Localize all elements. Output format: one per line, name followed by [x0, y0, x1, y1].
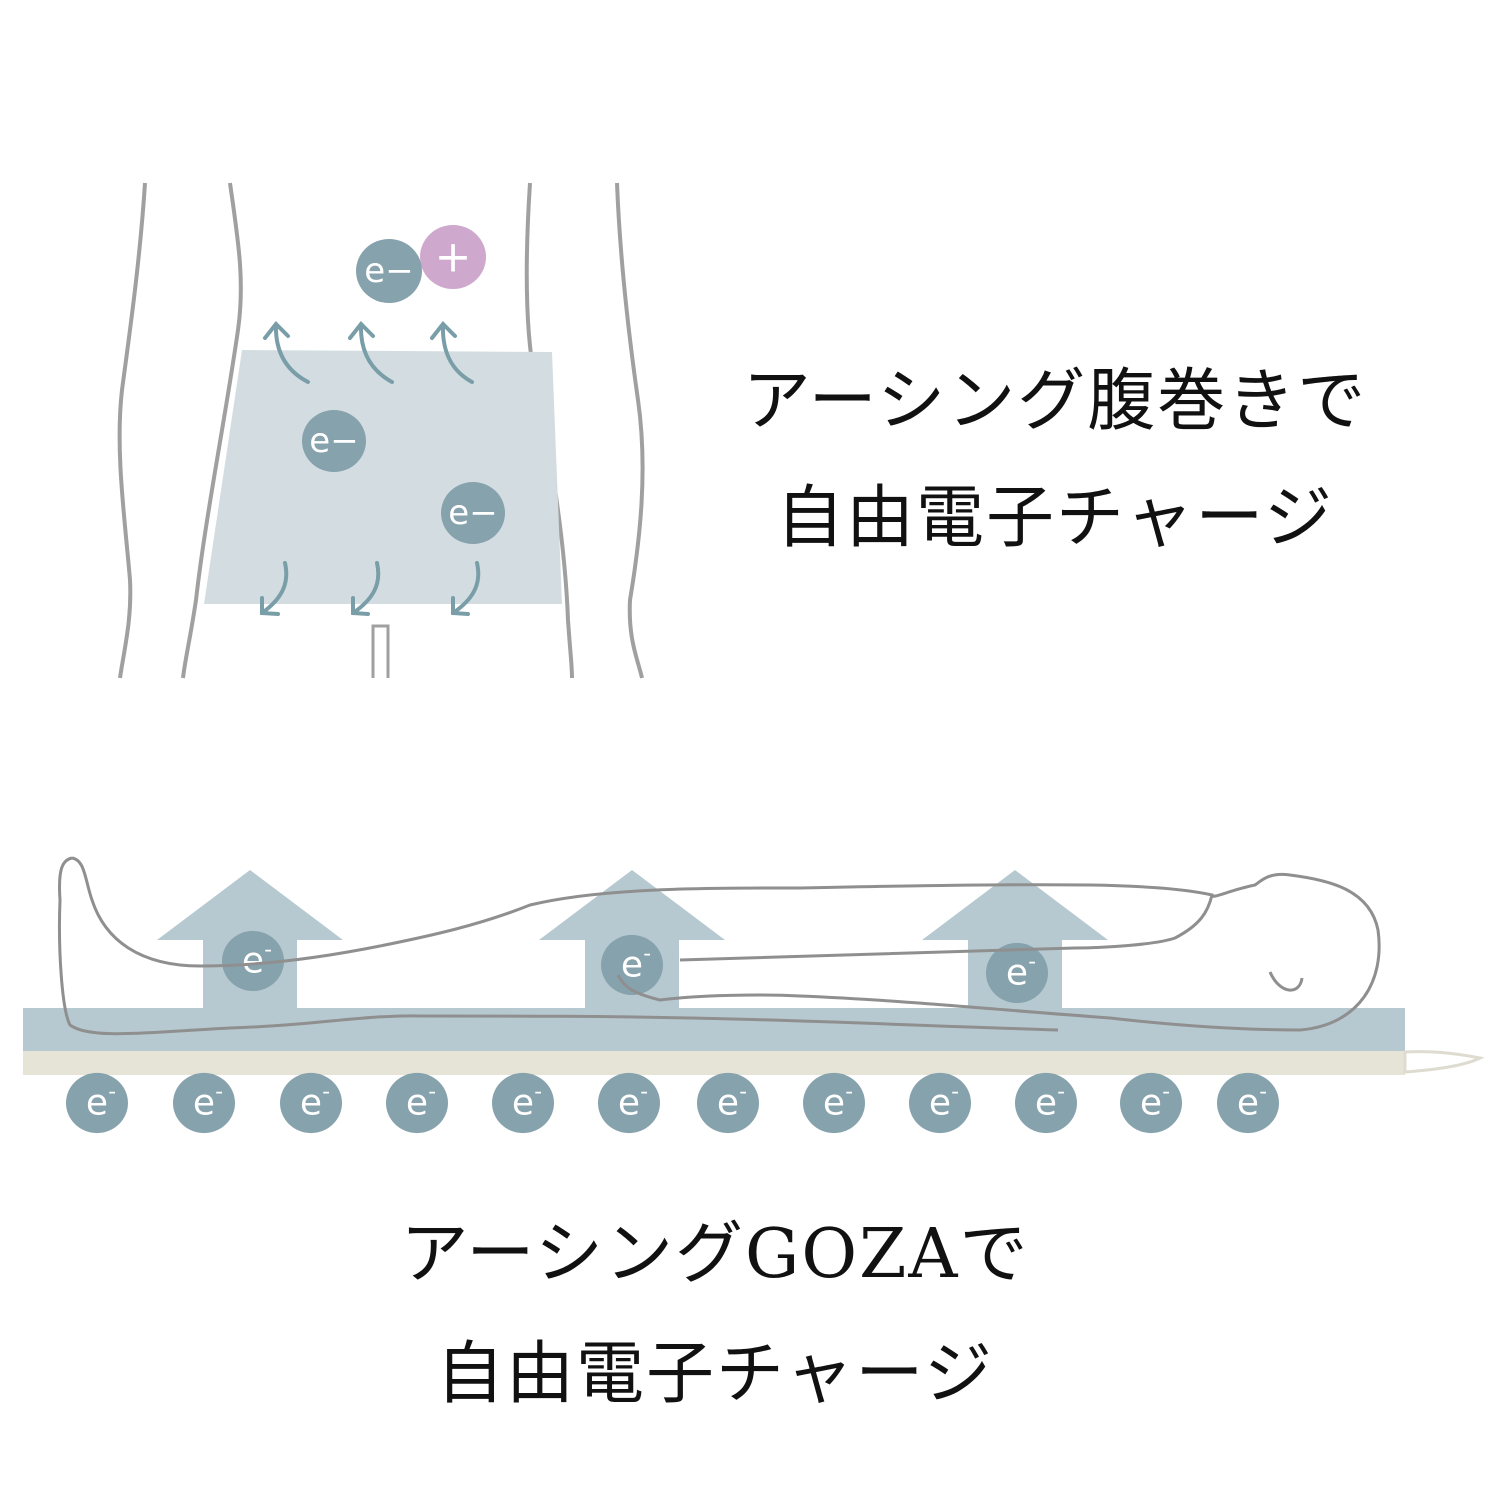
ground-electron-circle — [1120, 1072, 1182, 1134]
ground-electron-minus-sign: - — [1259, 1080, 1267, 1105]
positive-ion-circle — [420, 224, 486, 290]
electron: e- — [222, 930, 284, 992]
electron: e− — [356, 238, 422, 304]
ground-electron-minus-sign: - — [951, 1080, 959, 1105]
top-heading-line-1: アーシング腹巻きで — [742, 362, 1368, 441]
electron-label: e — [1006, 953, 1028, 994]
ground-electron-circle — [909, 1072, 971, 1134]
ground-electron-label: e — [193, 1083, 215, 1124]
electron: e- — [986, 942, 1048, 1004]
ground-electron-label: e — [300, 1083, 322, 1124]
haramaki-band — [204, 350, 562, 604]
ground-electron-label: e — [1237, 1083, 1259, 1124]
ground-electron-minus-sign: - — [534, 1080, 542, 1105]
positive-ion: + — [420, 224, 486, 290]
torso-left-inner — [181, 182, 243, 679]
ground-electron-circle — [803, 1072, 865, 1134]
electron-label: e — [242, 941, 264, 982]
ground-electron: e- — [598, 1072, 660, 1134]
electron-circle — [356, 238, 422, 304]
ground-electron: e- — [803, 1072, 865, 1134]
goza-fringe — [1403, 1050, 1485, 1074]
goza-texture-band — [23, 1051, 1405, 1075]
ground-electron-circle — [1217, 1072, 1279, 1134]
ground-electron-circle — [66, 1072, 128, 1134]
electron-label: e− — [309, 421, 358, 461]
ground-electron-label: e — [717, 1083, 739, 1124]
up-arrow — [922, 870, 1108, 1008]
ground-electron-minus-sign: - — [739, 1080, 747, 1105]
electron: e− — [302, 409, 366, 473]
lying-person-outline — [57, 856, 1381, 1036]
electron-minus-sign: - — [1028, 950, 1036, 975]
ground-electron: e- — [1015, 1072, 1077, 1134]
torso-right-outer — [615, 182, 645, 679]
ground-electron-minus-sign: - — [428, 1080, 436, 1105]
ground-electron: e- — [66, 1072, 128, 1134]
ground-electron: e- — [1120, 1072, 1182, 1134]
ground-electron-circle — [386, 1072, 448, 1134]
electron: e− — [441, 481, 505, 545]
ground-electron: e- — [697, 1072, 759, 1134]
ground-electron-minus-sign: - — [1162, 1080, 1170, 1105]
electron-circle — [601, 934, 663, 996]
ground-electron: e- — [173, 1072, 235, 1134]
ground-electron-circle — [173, 1072, 235, 1134]
bottom-heading-line-1: アーシングGOZAで — [400, 1215, 1030, 1294]
ground-electron-label: e — [86, 1083, 108, 1124]
ground-electron-minus-sign: - — [1057, 1080, 1065, 1105]
electron-minus-sign: - — [643, 942, 651, 967]
electron-circle — [441, 481, 505, 545]
ground-electron-label: e — [618, 1083, 640, 1124]
ground-electron-label: e — [929, 1083, 951, 1124]
electron-circle — [302, 409, 366, 473]
electron-circle — [222, 930, 284, 992]
ground-electron-minus-sign: - — [640, 1080, 648, 1105]
ground-electron-label: e — [512, 1083, 534, 1124]
ground-electron-circle — [598, 1072, 660, 1134]
top-heading-line-2: 自由電子チャージ — [776, 479, 1334, 558]
electron-label: e — [621, 945, 643, 986]
ground-electron-label: e — [1140, 1083, 1162, 1124]
torso-left-outer — [117, 182, 147, 679]
ground-electron-minus-sign: - — [322, 1080, 330, 1105]
ground-electron-label: e — [1035, 1083, 1057, 1124]
ground-electron-circle — [697, 1072, 759, 1134]
ground-electron: e- — [1217, 1072, 1279, 1134]
ground-electron-minus-sign: - — [845, 1080, 853, 1105]
ground-electron-circle — [280, 1072, 342, 1134]
ground-electron: e- — [492, 1072, 554, 1134]
electron-label: e− — [364, 251, 413, 291]
electron-label: e− — [448, 493, 497, 533]
torso-center-line — [371, 624, 390, 678]
ground-electron: e- — [909, 1072, 971, 1134]
electron: e- — [601, 934, 663, 996]
electron-flow-arrows — [260, 320, 481, 616]
ground-electron: e- — [386, 1072, 448, 1134]
ground-electron-label: e — [406, 1083, 428, 1124]
electron-minus-sign: - — [264, 938, 272, 963]
ground-electron-minus-sign: - — [215, 1080, 223, 1105]
ground-electron: e- — [280, 1072, 342, 1134]
goza-mat — [23, 1008, 1405, 1051]
ground-electron-label: e — [823, 1083, 845, 1124]
ground-electron-circle — [492, 1072, 554, 1134]
ground-electron-minus-sign: - — [108, 1080, 116, 1105]
ground-electron-circle — [1015, 1072, 1077, 1134]
bottom-heading-line-2: 自由電子チャージ — [436, 1335, 994, 1414]
positive-ion-label: + — [435, 232, 472, 283]
electron-circle — [986, 942, 1048, 1004]
